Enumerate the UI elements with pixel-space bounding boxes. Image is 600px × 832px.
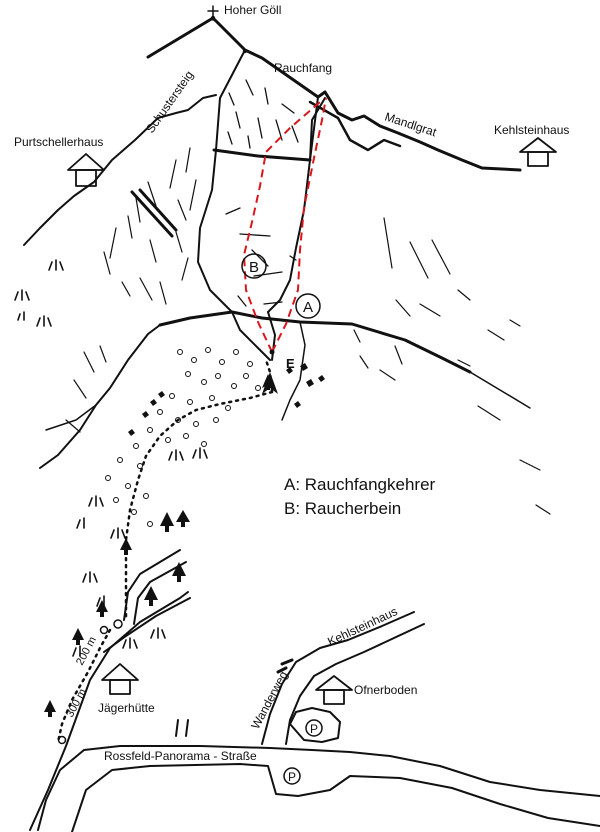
jaegerhuette-label: Jägerhütte [98,701,155,715]
svg-text:P: P [288,770,296,784]
trees [44,374,274,717]
start-arrow-icon [262,372,278,394]
mandlgrat-label: Mandlgrat [383,110,439,140]
peak-label: Hoher Göll [224,3,281,17]
svg-text:P: P [310,722,318,736]
purtschellerhaus-label: Purtschellerhaus [14,135,103,149]
parking-icon: P [283,767,301,785]
route-a-marker: A [295,293,321,319]
svg-text:A: A [303,299,313,316]
svg-text:B: B [249,259,259,276]
rossfeld-road [37,611,600,832]
route-lines [242,97,327,355]
rauchfang-label: Rauchfang [274,61,332,75]
kehlsteinhaus-label: Kehlsteinhaus [494,123,569,137]
wanderweg-label: Wanderweg [248,669,290,732]
rossfeld-road-label: Rossfeld-Panorama - Straße [104,749,257,763]
purtschellerhaus-hut-icon [67,153,105,187]
ofnerboden-label: Ofnerboden [354,683,417,697]
jaeger-road [29,591,191,831]
route-b-marker: B [241,253,267,279]
scree-field [105,347,261,527]
distance-300m-label: 300 m [64,687,89,720]
approach-trail [56,358,274,744]
kehlsteinhaus-hut-icon [519,137,557,167]
legend-route-b: B: Raucherbein [284,499,401,518]
boulders [128,363,325,436]
ofnerboden-hut-icon [315,675,353,705]
schustersteig-label: Schustersteig [143,68,196,136]
start-mark: E [286,356,295,371]
forest-road [113,549,187,629]
grass-tufts [14,259,208,657]
main-ridge [23,16,522,246]
kehlsteinhaus-road-label: Kehlsteinhaus [325,604,399,649]
rock-hatching [65,79,551,515]
couloir [39,149,531,469]
parking-icon: P [305,719,323,737]
jaegerhuette-hut-icon [101,663,139,695]
peak-cross-icon [207,5,248,54]
legend-route-a: A: Rauchfangkehrer [284,475,436,494]
